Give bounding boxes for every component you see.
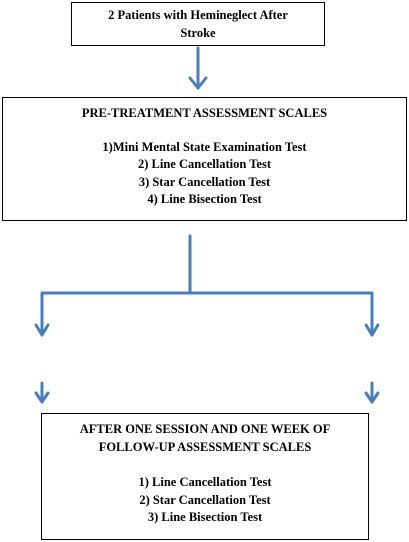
pre-treatment-heading: PRE-TREATMENT ASSESSMENT SCALES xyxy=(81,106,328,120)
arrowhead-right-2 xyxy=(364,391,380,404)
arrowhead-left-2 xyxy=(34,391,50,404)
pre-treatment-item: 1)Mini Mental State Examination Test xyxy=(102,139,307,154)
patients-line-2: Stroke xyxy=(180,25,216,40)
follow-up-item: 3) Line Bisection Test xyxy=(147,510,263,524)
pre-treatment-item: 4) Line Bisection Test xyxy=(147,192,262,206)
pre-treatment-item: 2) Line Cancellation Test xyxy=(138,157,271,171)
follow-up-item: 2) Star Cancellation Test xyxy=(139,492,271,507)
patients-box: 2 Patients with Hemineglect After Stroke xyxy=(71,2,325,46)
pre-treatment-box: PRE-TREATMENT ASSESSMENT SCALES 1)Mini M… xyxy=(2,97,407,221)
arrowhead-right-1 xyxy=(364,323,380,337)
pre-treatment-item: 3) Star Cancellation Test xyxy=(138,174,271,189)
arrowhead-1 xyxy=(188,76,208,90)
follow-up-item: 1) Line Cancellation Test xyxy=(138,475,272,489)
patients-line-1: 2 Patients with Hemineglect After xyxy=(108,8,288,22)
follow-up-heading-line-1: AFTER ONE SESSION AND ONE WEEK OF xyxy=(79,422,331,436)
follow-up-heading-line-2: FOLLOW-UP ASSESSMENT SCALES xyxy=(98,439,312,454)
follow-up-box: AFTER ONE SESSION AND ONE WEEK OF FOLLOW… xyxy=(41,413,369,540)
arrowhead-left-1 xyxy=(34,323,50,337)
